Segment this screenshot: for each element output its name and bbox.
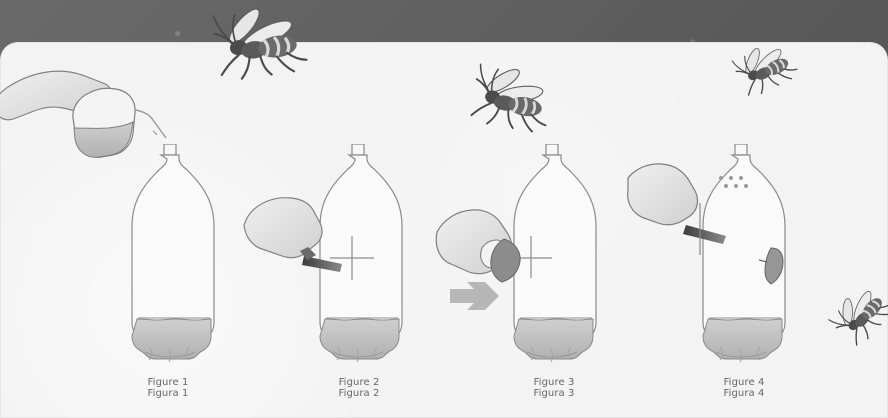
hand-icon [244, 198, 322, 258]
figure-3-caption: Figure 3 Figura 3 [504, 377, 604, 399]
figure-1-illustration [0, 71, 214, 362]
wasp-icon [212, 0, 308, 82]
arrow-right-icon [450, 282, 499, 310]
wasp-icon [470, 59, 555, 133]
wasp-icon [730, 34, 800, 99]
figure-3-caption-en: Figure 3 [504, 377, 604, 388]
figure-2-caption-en: Figure 2 [309, 377, 409, 388]
figure-1-caption: Figure 1 Figura 1 [118, 377, 218, 399]
figure-1-caption-es: Figura 1 [118, 388, 218, 399]
bottle-icon [514, 144, 596, 362]
figure-4-caption-en: Figure 4 [694, 377, 794, 388]
figure-4-illustration [628, 144, 785, 362]
figure-3-caption-es: Figura 3 [504, 388, 604, 399]
figure-3-illustration [436, 144, 596, 362]
bottle-icon [132, 144, 214, 362]
figure-2-caption: Figure 2 Figura 2 [309, 377, 409, 399]
figure-2-caption-es: Figura 2 [309, 388, 409, 399]
figure-1-caption-en: Figure 1 [118, 377, 218, 388]
bottle-icon [320, 144, 402, 362]
figure-2-illustration [244, 144, 402, 362]
figure-4-caption-es: Figura 4 [694, 388, 794, 399]
wasp-icon [825, 277, 888, 349]
figure-4-caption: Figure 4 Figura 4 [694, 377, 794, 399]
hand-icon [628, 164, 698, 225]
